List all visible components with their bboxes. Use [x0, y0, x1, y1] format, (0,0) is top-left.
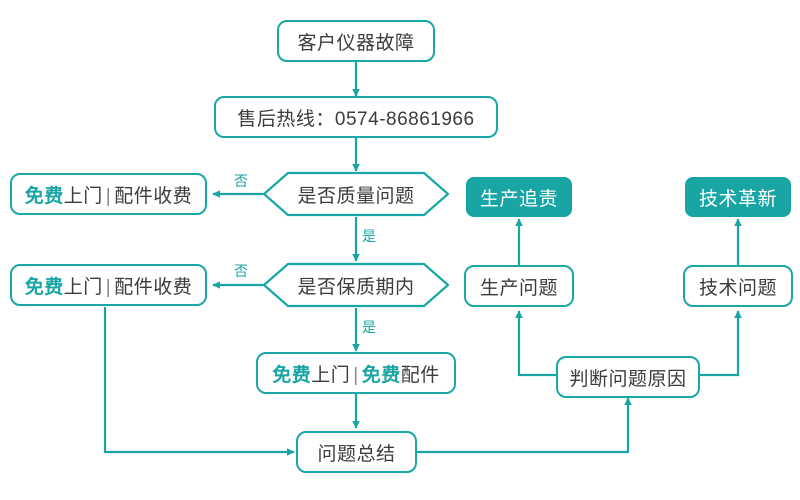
node-diagnose-cause-label: 判断问题原因 — [569, 368, 687, 390]
label-plain: 配件收费 — [114, 185, 193, 207]
node-technical-innovation[interactable]: 技术革新 — [685, 177, 791, 217]
node-production-accountability-label: 生产追责 — [479, 188, 558, 210]
label-plain: 上门 — [311, 364, 351, 386]
node-outcome-paid-2[interactable]: 免费上门|配件收费 — [10, 264, 207, 306]
node-problem-summary-label: 问题总结 — [317, 443, 396, 465]
node-hotline[interactable]: 售后热线：0574-86861966 — [214, 96, 498, 138]
node-start-label: 客户仪器故障 — [297, 32, 415, 54]
node-technical-innovation-label: 技术革新 — [698, 188, 777, 210]
node-outcome-paid-2-parts: 免费上门|配件收费 — [25, 272, 192, 299]
node-problem-summary[interactable]: 问题总结 — [296, 431, 417, 473]
hexagon-shape — [262, 171, 450, 217]
node-outcome-free[interactable]: 免费上门|免费配件 — [256, 352, 456, 394]
node-diagnose-cause[interactable]: 判断问题原因 — [556, 356, 700, 398]
label-plain: 配件 — [400, 364, 440, 386]
label-highlight: 免费 — [361, 364, 401, 386]
node-decision-quality[interactable]: 是否质量问题 — [262, 171, 450, 217]
label-separator: | — [105, 276, 112, 298]
label-plain: 上门 — [63, 185, 103, 207]
label-highlight: 免费 — [272, 364, 312, 386]
label-separator: | — [105, 185, 112, 207]
edge-label-quality-yes: 是 — [362, 228, 376, 244]
label-highlight: 免费 — [24, 185, 64, 207]
edge-label-warranty-yes: 是 — [362, 319, 376, 335]
edge-diagnose-to-production — [515, 310, 556, 377]
label-plain: 上门 — [63, 276, 103, 298]
node-outcome-free-parts: 免费上门|免费配件 — [272, 360, 440, 387]
edge-label-warranty-no: 否 — [234, 263, 248, 279]
hexagon-shape — [262, 262, 450, 308]
node-technical-problem-label: 技术问题 — [698, 277, 777, 299]
node-hotline-label: 售后热线：0574-86861966 — [237, 108, 475, 130]
node-decision-quality-label: 是否质量问题 — [297, 185, 415, 207]
node-decision-warranty-label: 是否保质期内 — [297, 276, 415, 298]
node-technical-problem[interactable]: 技术问题 — [683, 265, 793, 307]
label-separator: | — [353, 364, 359, 386]
node-decision-warranty[interactable]: 是否保质期内 — [262, 262, 450, 308]
label-highlight: 免费 — [24, 276, 64, 298]
edge-label-quality-no: 否 — [234, 173, 248, 189]
label-plain: 配件收费 — [114, 276, 193, 298]
node-outcome-paid-1-parts: 免费上门|配件收费 — [25, 181, 192, 208]
edge-diagnose-to-technical — [700, 310, 742, 377]
edge-summary-to-diagnose — [417, 397, 632, 454]
node-production-problem-label: 生产问题 — [479, 277, 558, 299]
node-production-accountability[interactable]: 生产追责 — [466, 177, 572, 217]
node-start[interactable]: 客户仪器故障 — [277, 20, 435, 62]
node-production-problem[interactable]: 生产问题 — [464, 265, 574, 307]
node-outcome-paid-1[interactable]: 免费上门|配件收费 — [10, 173, 207, 215]
